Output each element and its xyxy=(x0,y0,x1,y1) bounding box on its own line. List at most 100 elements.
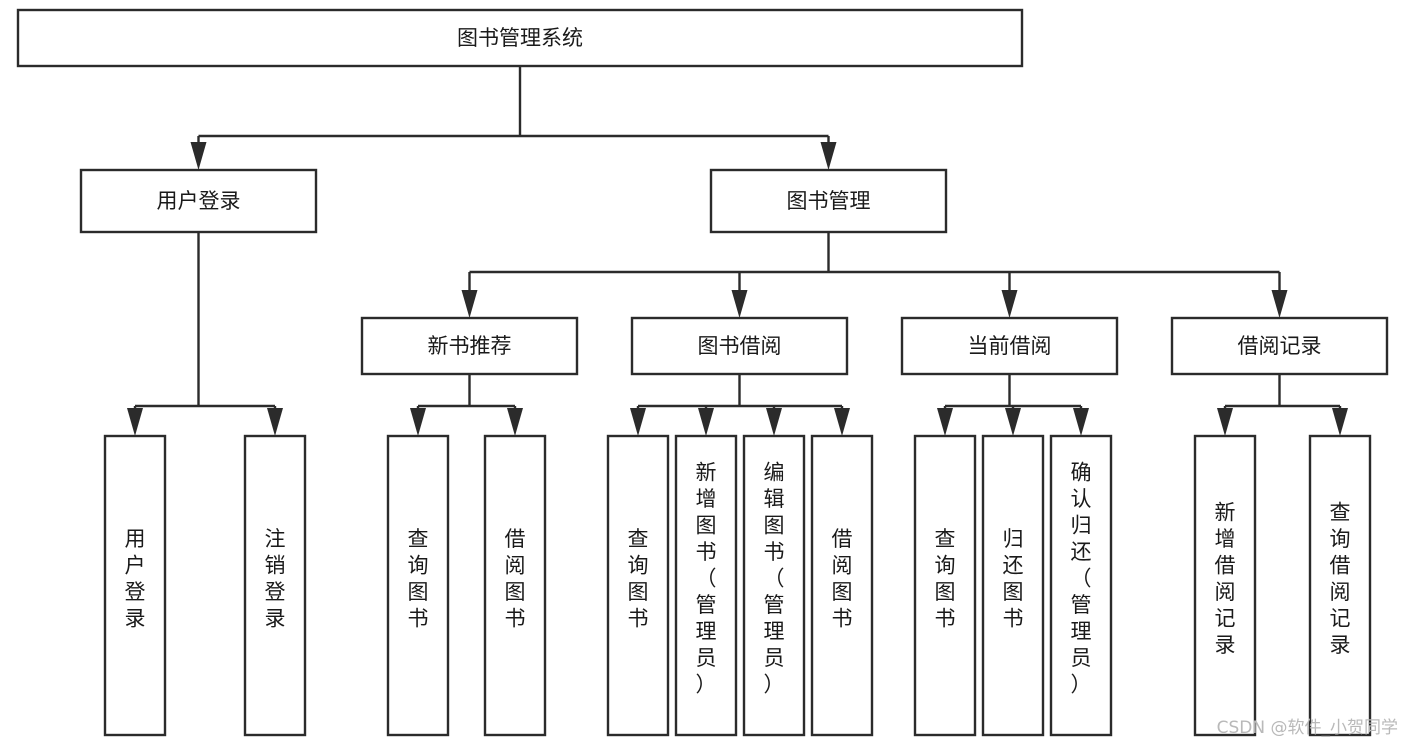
arrow-head-icon xyxy=(507,408,523,436)
node-lf-11[interactable]: 新增借阅记录 xyxy=(1193,434,1257,737)
arrow-head-icon xyxy=(190,142,207,170)
node-label-char: 登 xyxy=(125,580,146,604)
node-label: 注销登录 xyxy=(265,527,286,631)
node-label-char: 图 xyxy=(935,580,956,604)
node-label-char: 还 xyxy=(1003,553,1024,577)
node-label-char: 书 xyxy=(832,606,853,630)
node-lf-6[interactable]: 编辑图书（管理员） xyxy=(742,434,806,737)
connector-layer xyxy=(127,66,1348,436)
node-lf-1[interactable]: 注销登录 xyxy=(243,434,307,737)
connector-group xyxy=(190,66,837,170)
node-label-char: 书 xyxy=(505,606,526,630)
node-label-char: 借 xyxy=(832,527,853,551)
node-label: 新书推荐 xyxy=(428,334,512,358)
node-box[interactable] xyxy=(742,434,806,737)
node-box[interactable] xyxy=(483,434,547,737)
node-root[interactable]: 图书管理系统 xyxy=(16,8,1024,68)
node-label: 编辑图书（管理员） xyxy=(764,461,785,697)
node-label-char: 书 xyxy=(1003,606,1024,630)
node-box[interactable] xyxy=(913,434,977,737)
node-l2-1[interactable]: 图书借阅 xyxy=(630,316,849,376)
node-box[interactable] xyxy=(386,434,450,737)
node-label-char: 用 xyxy=(125,527,146,551)
arrow-head-icon xyxy=(410,408,426,436)
node-label-char: 询 xyxy=(628,553,649,577)
node-lf-2[interactable]: 查询图书 xyxy=(386,434,450,737)
node-box[interactable] xyxy=(360,316,579,376)
node-box[interactable] xyxy=(1193,434,1257,737)
node-box[interactable] xyxy=(1170,316,1389,376)
node-box[interactable] xyxy=(981,434,1045,737)
node-label-char: 理 xyxy=(764,620,785,644)
node-box[interactable] xyxy=(1308,434,1372,737)
node-l1-0[interactable]: 用户登录 xyxy=(79,168,318,234)
node-label-char: 书 xyxy=(935,606,956,630)
node-label-char: （ xyxy=(1071,567,1092,591)
node-label: 用户登录 xyxy=(125,527,146,631)
node-label-char: 销 xyxy=(265,553,286,577)
arrow-head-icon xyxy=(766,408,782,436)
node-lf-12[interactable]: 查询借阅记录 xyxy=(1308,434,1372,737)
connector-group xyxy=(127,232,283,436)
node-label-char: 查 xyxy=(1330,500,1351,524)
node-lf-8[interactable]: 查询图书 xyxy=(913,434,977,737)
node-l2-3[interactable]: 借阅记录 xyxy=(1170,316,1389,376)
arrow-head-icon xyxy=(731,290,748,318)
node-lf-10[interactable]: 确认归还（管理员） xyxy=(1049,434,1113,737)
connector-group xyxy=(937,374,1089,436)
arrow-head-icon xyxy=(461,290,478,318)
node-layer: 图书管理系统用户登录图书管理新书推荐图书借阅当前借阅借阅记录用户登录注销登录查询… xyxy=(16,8,1389,737)
node-label-char: 管 xyxy=(696,593,717,617)
connector-group xyxy=(410,374,523,436)
node-box[interactable] xyxy=(243,434,307,737)
node-label-char: 录 xyxy=(125,606,146,630)
node-label-char: 增 xyxy=(1215,527,1236,551)
node-lf-5[interactable]: 新增图书（管理员） xyxy=(674,434,738,737)
csdn-watermark: CSDN @软件_小贺同学 xyxy=(1217,718,1398,738)
node-label-char: （ xyxy=(764,567,785,591)
node-label-char: 借 xyxy=(1330,553,1351,577)
node-label-char: 注 xyxy=(265,527,286,551)
arrow-head-icon xyxy=(127,408,143,436)
node-box[interactable] xyxy=(900,316,1119,376)
node-label-char: 询 xyxy=(935,553,956,577)
node-box[interactable] xyxy=(630,316,849,376)
arrow-head-icon xyxy=(1001,290,1018,318)
arrow-head-icon xyxy=(820,142,837,170)
node-lf-7[interactable]: 借阅图书 xyxy=(810,434,874,737)
node-lf-0[interactable]: 用户登录 xyxy=(103,434,167,737)
node-label: 查询图书 xyxy=(408,527,429,631)
node-l2-2[interactable]: 当前借阅 xyxy=(900,316,1119,376)
connector-group xyxy=(461,232,1288,318)
node-label: 查询图书 xyxy=(935,527,956,631)
node-label: 归还图书 xyxy=(1003,527,1024,631)
node-lf-9[interactable]: 归还图书 xyxy=(981,434,1045,737)
node-label-char: 阅 xyxy=(1215,580,1236,604)
node-box[interactable] xyxy=(674,434,738,737)
node-lf-4[interactable]: 查询图书 xyxy=(606,434,670,737)
node-label-char: 图 xyxy=(696,514,717,538)
node-box[interactable] xyxy=(709,168,948,234)
arrow-head-icon xyxy=(1271,290,1288,318)
node-box[interactable] xyxy=(16,8,1024,68)
node-label-char: 阅 xyxy=(1330,580,1351,604)
node-label-char: 阅 xyxy=(505,553,526,577)
arrow-head-icon xyxy=(1217,408,1233,436)
node-l2-0[interactable]: 新书推荐 xyxy=(360,316,579,376)
node-box[interactable] xyxy=(1049,434,1113,737)
node-label-char: 书 xyxy=(696,540,717,564)
node-label: 新增借阅记录 xyxy=(1215,500,1236,657)
node-box[interactable] xyxy=(810,434,874,737)
node-label-char: 图 xyxy=(505,580,526,604)
node-label-char: 图 xyxy=(764,514,785,538)
node-label-char: 归 xyxy=(1003,527,1024,551)
node-box[interactable] xyxy=(606,434,670,737)
node-label-char: 书 xyxy=(764,540,785,564)
node-label-char: 查 xyxy=(628,527,649,551)
arrow-head-icon xyxy=(1005,408,1021,436)
node-label-char: 户 xyxy=(125,553,146,577)
node-box[interactable] xyxy=(79,168,318,234)
node-l1-1[interactable]: 图书管理 xyxy=(709,168,948,234)
node-lf-3[interactable]: 借阅图书 xyxy=(483,434,547,737)
node-box[interactable] xyxy=(103,434,167,737)
